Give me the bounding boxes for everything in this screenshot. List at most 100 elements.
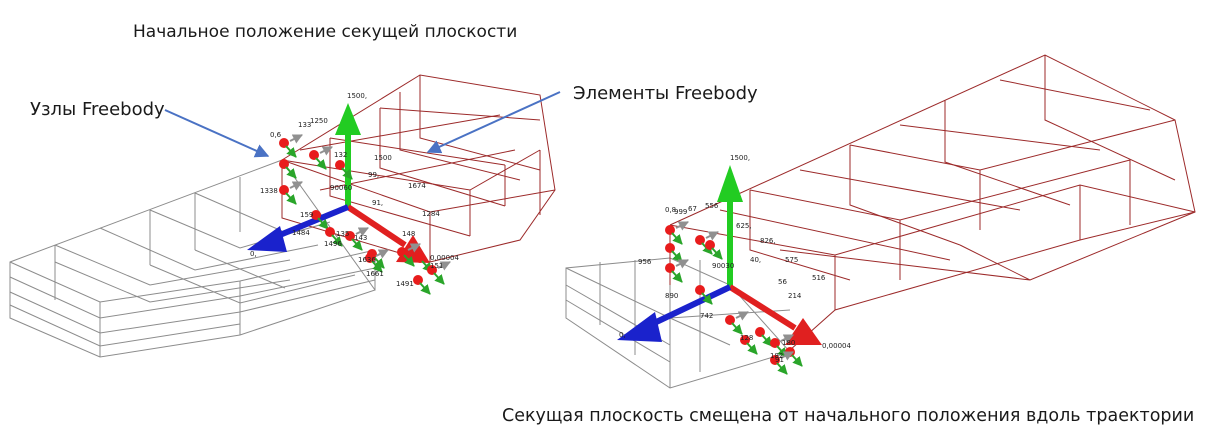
right-node-label: 40, <box>750 256 761 264</box>
moment-arrow <box>407 243 421 253</box>
left-node-label: 143 <box>354 234 367 242</box>
moment-arrow <box>437 261 451 271</box>
moment-arrow <box>355 227 369 237</box>
force-arrow <box>671 270 683 283</box>
freebody-node <box>415 253 425 263</box>
right-node-label: 0,8 <box>665 206 676 214</box>
freebody-node <box>665 225 675 235</box>
freebody-node <box>740 335 750 345</box>
left-node-label: 1500 <box>374 154 392 162</box>
right-node-label: 742 <box>700 312 713 320</box>
right-axis-y-label: 1500, <box>730 154 750 162</box>
force-arrow <box>433 272 445 285</box>
force-arrow <box>671 232 683 245</box>
left-node-label: 0,6 <box>270 131 282 139</box>
left-node-label: 1636 <box>358 256 376 264</box>
right-node-label: 826, <box>760 237 776 245</box>
freebody-node <box>365 253 375 263</box>
right-axis-z-label: 0, <box>619 331 626 339</box>
moment-arrow <box>705 231 719 241</box>
left-node-label: 91, <box>372 199 383 207</box>
freebody-node <box>325 227 335 237</box>
right-node-label: 180 <box>782 339 795 347</box>
freebody-node <box>413 275 423 285</box>
right-node-label: 56 <box>778 278 787 286</box>
force-arrow <box>315 157 327 170</box>
right-node-label: 90030 <box>712 262 734 270</box>
freebody-node <box>705 240 715 250</box>
freebody-node <box>309 150 319 160</box>
left-red-mesh <box>281 74 556 263</box>
right-node-label: 999 <box>674 208 687 216</box>
force-arrow <box>317 217 329 230</box>
freebody-node <box>695 285 705 295</box>
moment-arrow <box>780 351 794 361</box>
force-arrow <box>791 354 803 367</box>
force-arrow <box>776 362 788 375</box>
right-node-label: 956 <box>638 258 652 266</box>
freebody-node <box>345 231 355 241</box>
moment-arrow <box>675 259 689 269</box>
right-node-label: 128 <box>740 334 753 342</box>
freebody-node <box>279 185 289 195</box>
right-node-label: 91 <box>775 356 784 364</box>
left-axis-x-label: 0,00004 <box>430 254 459 262</box>
freebody-node <box>695 235 705 245</box>
freebody-node <box>279 159 289 169</box>
left-node-label: 132 <box>334 151 347 159</box>
left-node-label: 99, <box>368 171 379 179</box>
caption-freebody-nodes: Узлы Freebody <box>30 99 165 120</box>
left-node-label: 1491 <box>396 280 414 288</box>
freebody-node <box>665 243 675 253</box>
left-axis-y-label: 1500, <box>347 92 367 100</box>
moment-arrow <box>319 146 333 156</box>
caption-initial-position: Начальное положение секущей плоскости <box>133 22 518 42</box>
right-node-label: 625, <box>736 222 752 230</box>
freebody-node <box>770 355 780 365</box>
freebody-node <box>725 315 735 325</box>
right-node-label: 575 <box>785 256 798 264</box>
caption-freebody-elements: Элементы Freebody <box>573 83 758 104</box>
caption-shifted-plane: Секущая плоскость смещена от начального … <box>502 406 1195 426</box>
left-node-label: 1250 <box>310 117 328 125</box>
left-node-label: 1338 <box>260 187 278 195</box>
moment-arrow <box>780 334 794 344</box>
freebody-node <box>770 338 780 348</box>
freebody-node <box>397 247 407 257</box>
force-arrow <box>331 234 343 247</box>
left-node-label: 1484 <box>292 229 310 237</box>
force-arrow <box>341 167 353 180</box>
force-arrow <box>701 292 713 305</box>
force-arrow <box>746 342 758 355</box>
force-arrow <box>285 166 297 179</box>
pointer-to-elements <box>426 91 561 154</box>
pointer-to-nodes <box>164 109 270 158</box>
right-axes: 1500, 0,00004 0, <box>617 154 851 350</box>
right-node-label: 182 <box>770 352 783 360</box>
freebody-node <box>427 265 437 275</box>
moment-arrow <box>375 249 389 259</box>
force-arrow <box>351 238 363 251</box>
right-node-label: 556 <box>705 202 719 210</box>
right-node-label: 214 <box>788 292 802 300</box>
left-node-label: 135 <box>336 230 349 238</box>
right-node-label: 516 <box>812 274 826 282</box>
left-node-label: 1674 <box>408 182 426 190</box>
freebody-node <box>279 138 289 148</box>
right-node-label: 890 <box>665 292 678 300</box>
moment-arrow <box>289 134 303 144</box>
freebody-node <box>755 327 765 337</box>
force-arrow <box>285 145 297 158</box>
force-arrow <box>371 260 383 273</box>
freebody-node <box>665 263 675 273</box>
left-node-label: 1284 <box>422 210 440 218</box>
left-node-label: 1661 <box>366 270 384 278</box>
left-node-label: 151 <box>430 262 443 270</box>
force-arrow <box>403 254 415 267</box>
left-node-label: 148 <box>402 230 415 238</box>
left-node-label: 133 <box>298 121 311 129</box>
